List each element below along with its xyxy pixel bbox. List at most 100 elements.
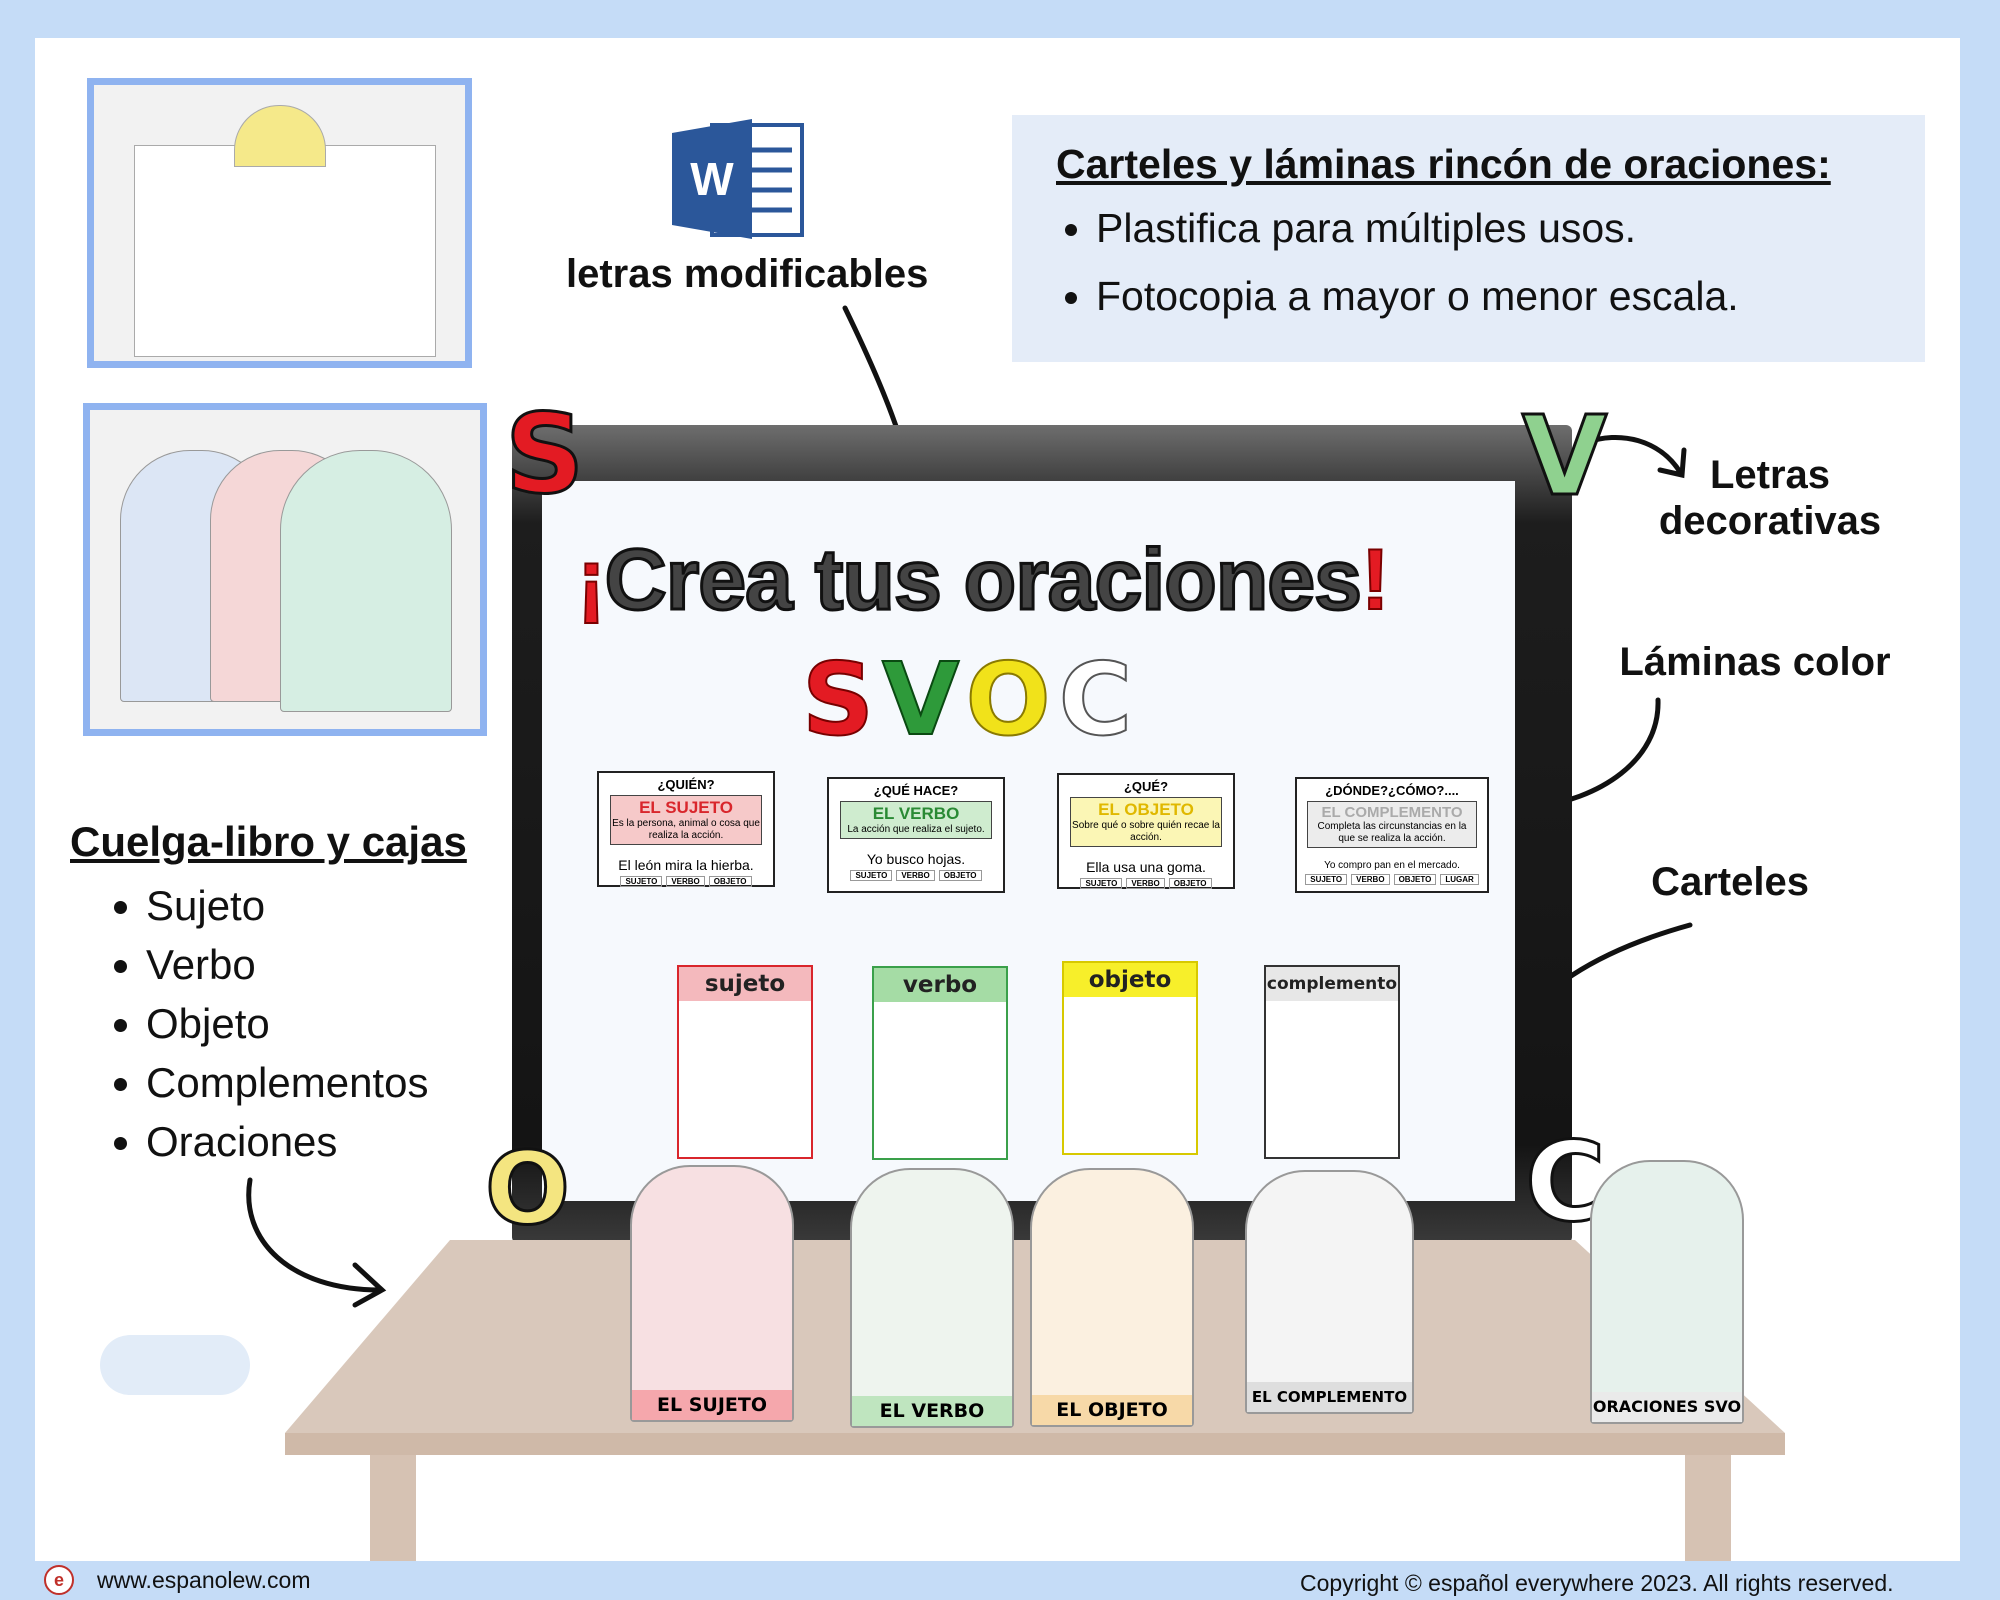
title-close-mark: ! — [1360, 531, 1391, 629]
table-leg — [370, 1455, 416, 1561]
tag: SUJETO — [1305, 874, 1348, 885]
word-label: letras modificables — [566, 252, 929, 296]
espanolew-logo-icon: e — [44, 1565, 74, 1595]
box-label: EL OBJETO — [1032, 1395, 1192, 1425]
whiteboard: ¡Crea tus oraciones! SVOC ¿QUIÉN? EL SUJ… — [512, 425, 1572, 1243]
left-item: Objeto — [146, 994, 428, 1053]
poster-verbo: verbo — [872, 966, 1008, 1160]
deco-letter-o: O — [483, 1129, 571, 1249]
card-desc: Sobre qué o sobre quién recae la acción. — [1072, 820, 1220, 843]
card-example: Yo compro pan en el mercado. — [1324, 860, 1460, 871]
card-box: EL SUJETO Es la persona, animal o cosa q… — [610, 795, 762, 845]
tag: VERBO — [1351, 874, 1390, 885]
label-carteles: Carteles — [1651, 860, 1809, 904]
card-example: Ella usa una goma. — [1086, 859, 1206, 875]
poster-label: sujeto — [679, 967, 811, 1001]
poster-complemento: complemento — [1264, 965, 1400, 1159]
card-desc: Completa las circunstancias en la que se… — [1317, 821, 1467, 844]
svoc-o: O — [965, 640, 1059, 759]
card-question: ¿QUÉ? — [1123, 779, 1169, 794]
poster-label: objeto — [1064, 963, 1196, 997]
left-item: Verbo — [146, 935, 428, 994]
table-leg — [1685, 1455, 1731, 1561]
card-question: ¿QUIÉN? — [657, 777, 715, 792]
footer-url[interactable]: www.espanolew.com — [97, 1567, 311, 1593]
info-item: Plastifica para múltiples usos. — [1096, 205, 1739, 251]
word-document-icon: W — [672, 115, 806, 240]
table-edge — [285, 1433, 1785, 1455]
card-box: EL VERBO La acción que realiza el sujeto… — [840, 801, 992, 839]
card-box: EL OBJETO Sobre qué o sobre quién recae … — [1070, 797, 1222, 847]
board-title: ¡Crea tus oraciones! — [576, 531, 1391, 630]
arrow-deco — [1582, 434, 1683, 475]
tag: SUJETO — [1080, 878, 1123, 889]
poster-sujeto: sujeto — [677, 965, 813, 1159]
tag: OBJETO — [938, 870, 982, 881]
info-title: Carteles y láminas rincón de oraciones: — [1056, 141, 1831, 187]
left-item: Complementos — [146, 1053, 428, 1112]
tag: OBJETO — [708, 876, 752, 887]
left-list: Sujeto Verbo Objeto Complementos Oracion… — [110, 876, 428, 1171]
poster-objeto: objeto — [1062, 961, 1198, 1155]
label-laminas-color: Láminas color — [1619, 640, 1891, 684]
left-title: Cuelga-libro y cajas — [70, 818, 467, 865]
tag: LUGAR — [1440, 874, 1479, 885]
title-open-mark: ¡ — [576, 531, 607, 629]
card-objeto: ¿QUÉ? EL OBJETO Sobre qué o sobre quién … — [1057, 773, 1235, 889]
deco-letter-v: V — [1520, 391, 1608, 522]
book-box-verbo: EL VERBO — [850, 1168, 1014, 1428]
tag: OBJETO — [1168, 878, 1212, 889]
tag: VERBO — [666, 876, 705, 887]
box-label: EL VERBO — [852, 1396, 1012, 1426]
svoc-v: V — [881, 640, 966, 759]
tag: VERBO — [896, 870, 935, 881]
left-item: Oraciones — [146, 1112, 428, 1171]
tag: VERBO — [1126, 878, 1165, 889]
info-list: Plastifica para múltiples usos. Fotocopi… — [1056, 205, 1739, 341]
card-complemento: ¿DÓNDE?¿CÓMO?.... EL COMPLEMENTO Complet… — [1295, 777, 1489, 893]
card-name: EL OBJETO — [1098, 800, 1194, 819]
tag: OBJETO — [1393, 874, 1437, 885]
box-label: EL SUJETO — [632, 1390, 792, 1420]
info-box: Carteles y láminas rincón de oraciones: … — [1012, 115, 1925, 362]
book-box-sujeto: EL SUJETO — [630, 1165, 794, 1422]
footer-copyright: Copyright © español everywhere 2023. All… — [1300, 1570, 1894, 1596]
label-letras-decorativas: Letras decorativas — [1658, 453, 1882, 543]
arrow-deco-head — [1657, 447, 1687, 479]
box-label: EL COMPLEMENTO — [1247, 1382, 1412, 1412]
card-verbo: ¿QUÉ HACE? EL VERBO La acción que realiz… — [827, 777, 1005, 893]
svoc-s: S — [801, 640, 883, 759]
book-box-objeto: EL OBJETO — [1030, 1168, 1194, 1427]
poster-label: verbo — [874, 968, 1006, 1002]
card-sujeto: ¿QUIÉN? EL SUJETO Es la persona, animal … — [597, 771, 775, 887]
info-item: Fotocopia a mayor o menor escala. — [1096, 273, 1739, 319]
card-desc: La acción que realiza el sujeto. — [847, 824, 985, 835]
deco-letter-s: S — [503, 389, 585, 520]
cloud-decoration — [100, 1335, 250, 1395]
photo-objeto-booklet — [87, 78, 472, 368]
svg-text:W: W — [690, 153, 734, 205]
tag: SUJETO — [620, 876, 663, 887]
board-surface: ¡Crea tus oraciones! SVOC ¿QUIÉN? EL SUJ… — [542, 481, 1515, 1201]
book-box-oraciones: ORACIONES SVO — [1590, 1160, 1744, 1424]
arrow-left-head — [352, 1262, 387, 1308]
card-question: ¿DÓNDE?¿CÓMO?.... — [1325, 783, 1459, 798]
card-desc: Es la persona, animal o cosa que realiza… — [612, 818, 760, 841]
tag: SUJETO — [850, 870, 893, 881]
card-example: Yo busco hojas. — [866, 851, 966, 867]
card-question: ¿QUÉ HACE? — [873, 783, 959, 798]
arrow-left — [246, 1177, 383, 1293]
photo-oraciones-booklets — [83, 403, 487, 736]
card-name: EL VERBO — [872, 804, 960, 823]
card-example: El león mira la hierba. — [618, 857, 754, 873]
poster-label: complemento — [1266, 967, 1398, 1001]
card-name: EL COMPLEMENTO — [1321, 804, 1463, 821]
svoc-letters: SVOC — [801, 640, 1141, 759]
svoc-c: C — [1058, 640, 1141, 759]
card-box: EL COMPLEMENTO Completa las circunstanci… — [1307, 801, 1477, 848]
box-label: ORACIONES SVO — [1592, 1392, 1742, 1422]
title-text: Crea tus oraciones — [603, 531, 1363, 630]
